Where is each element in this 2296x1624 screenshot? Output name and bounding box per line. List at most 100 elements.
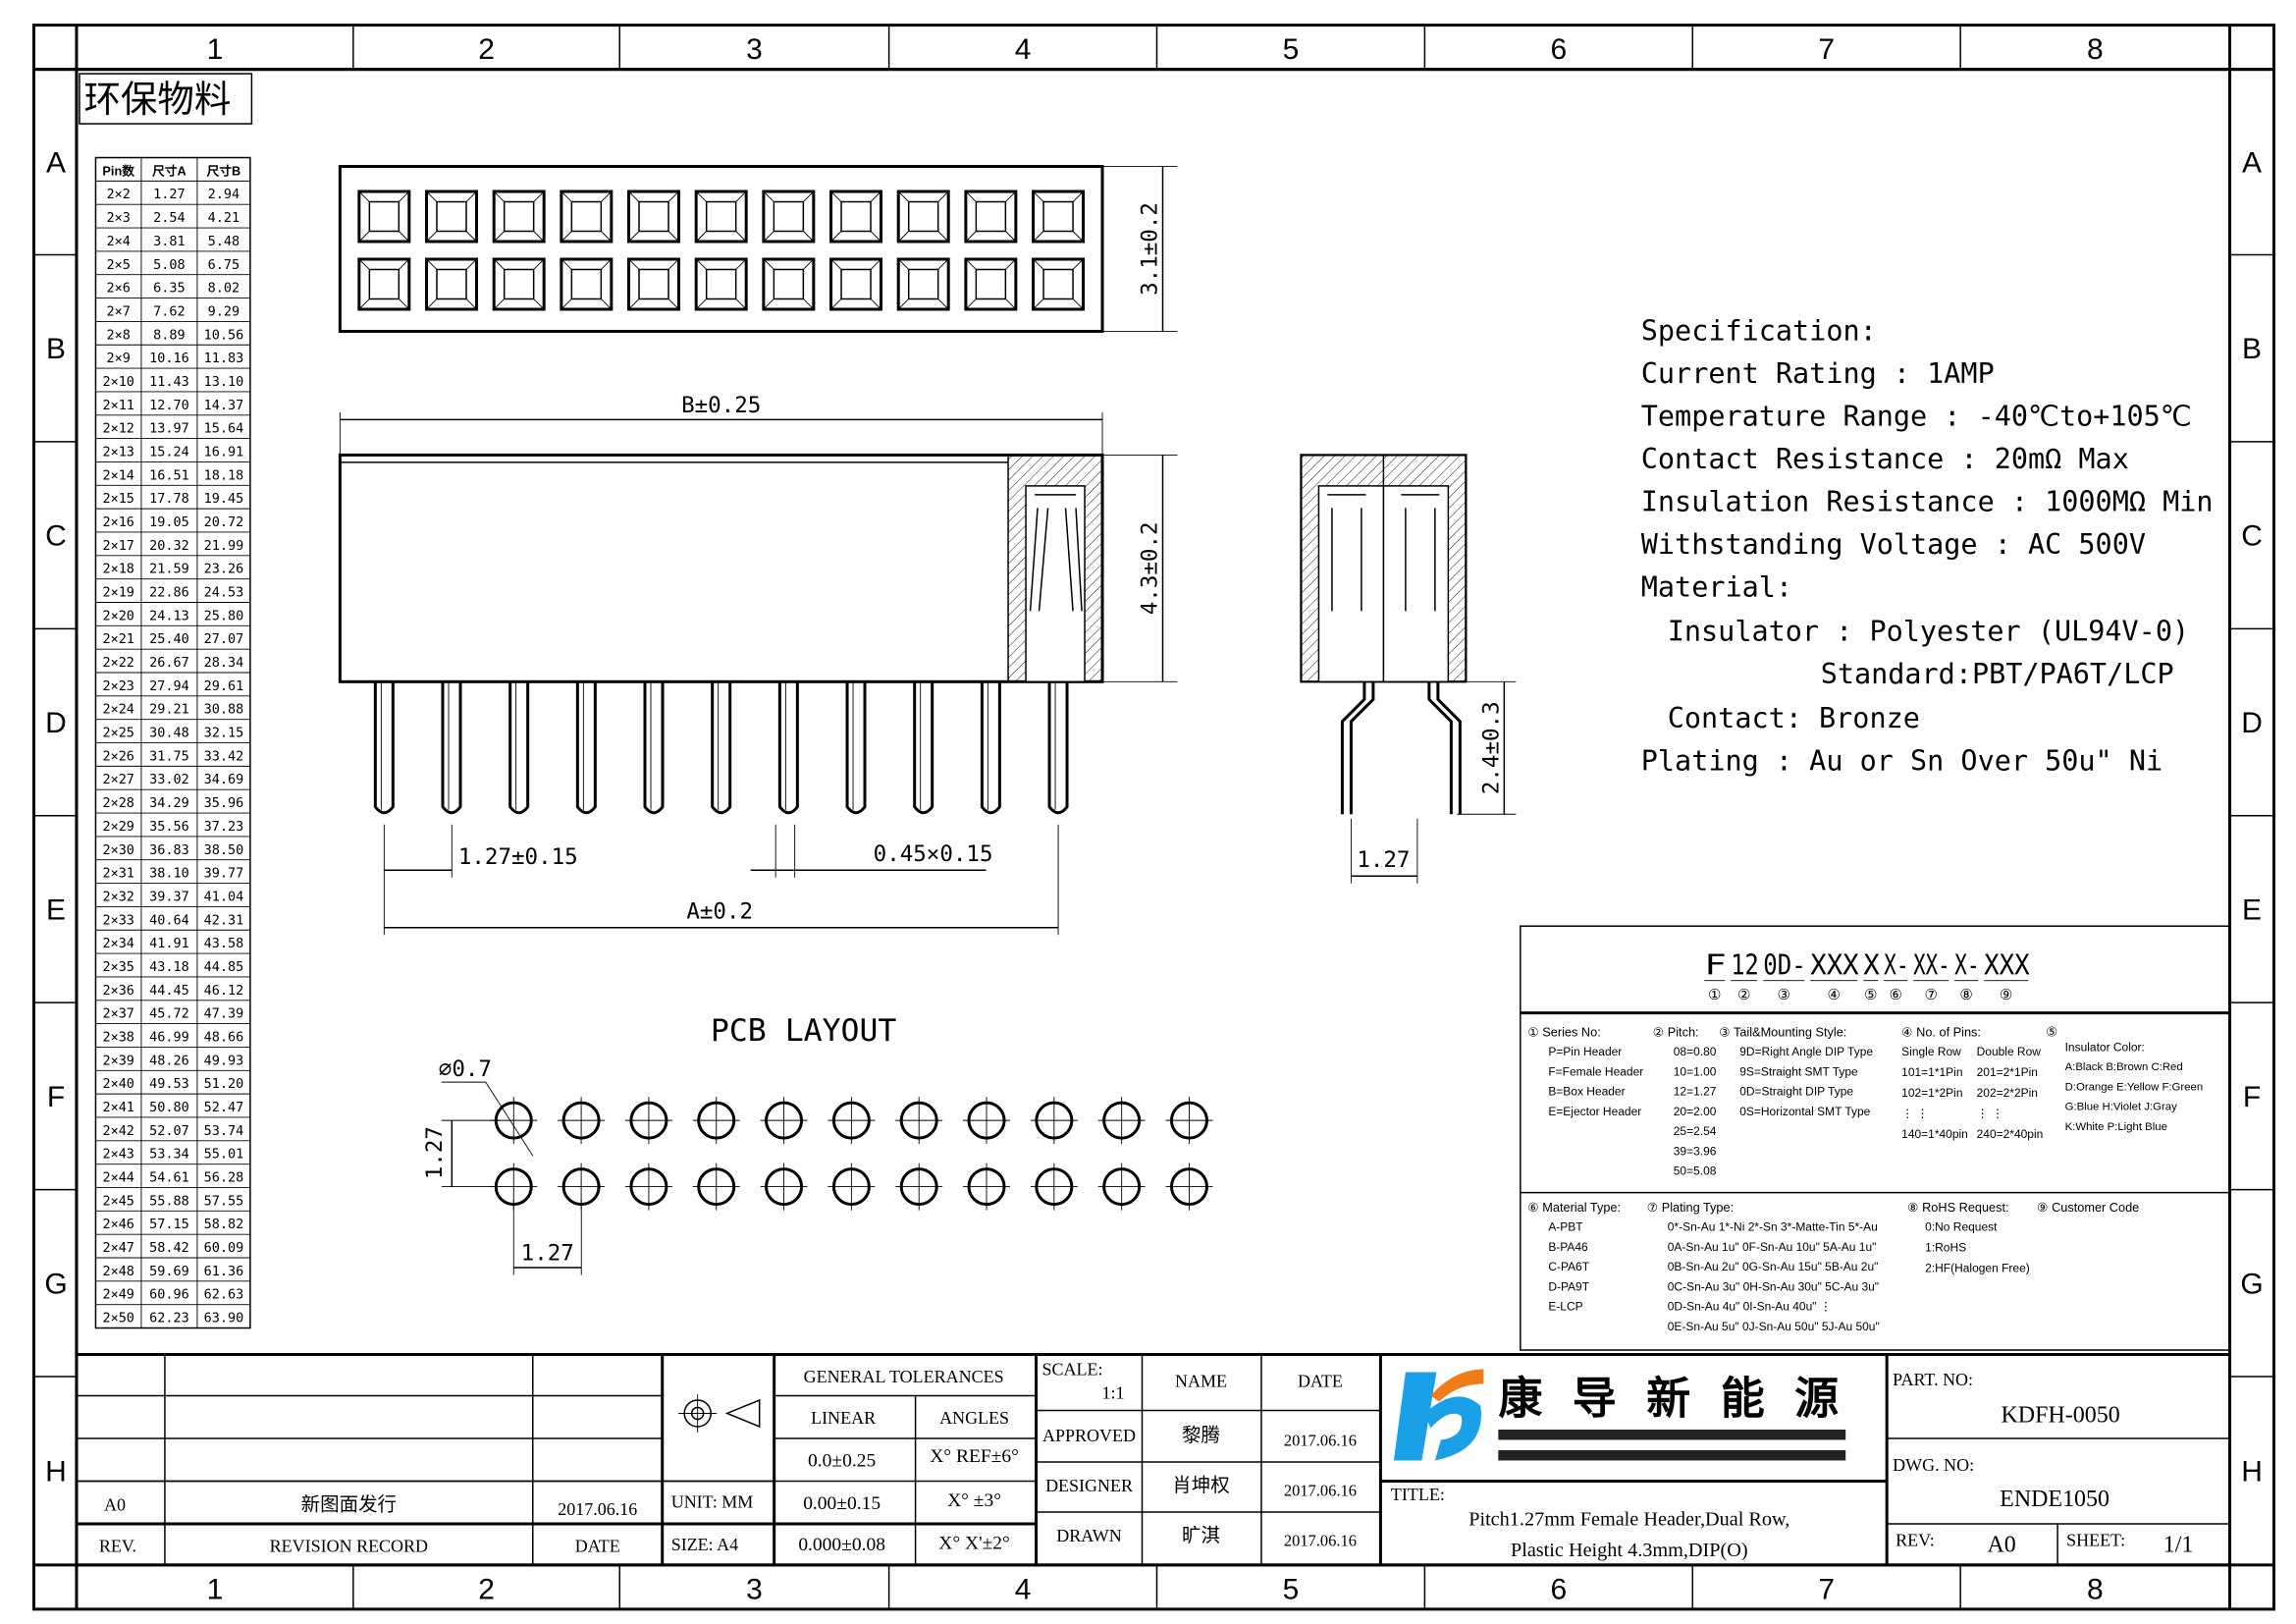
table-cell: 48.66 — [204, 1029, 244, 1045]
table-cell: 2×30 — [102, 842, 133, 858]
eco-label: 环保物料 — [83, 81, 231, 121]
row-letter: C — [45, 520, 67, 553]
table-cell: 29.21 — [149, 702, 189, 718]
section-view: 2.4±0.3 1.27 — [1300, 454, 1517, 884]
pcb-hole — [558, 1097, 606, 1145]
table-cell: 58.82 — [204, 1217, 244, 1232]
table-cell: 27.07 — [204, 631, 244, 647]
table-cell: 21.99 — [204, 538, 244, 554]
signoff-date: 2017.06.16 — [1284, 1431, 1357, 1449]
table-cell: 2×38 — [102, 1029, 133, 1045]
tol-linear: 0.000±0.08 — [798, 1535, 885, 1555]
table-cell: 2×22 — [102, 655, 133, 671]
tol-linear: 0.0±0.25 — [808, 1450, 876, 1471]
legend-subheader: Single Row — [1901, 1045, 1961, 1058]
tol-angle: X° X'±2° — [938, 1533, 1010, 1553]
table-cell: 62.63 — [204, 1287, 244, 1303]
code-segment: X- — [1884, 949, 1908, 982]
name-header: NAME — [1175, 1371, 1227, 1390]
contact-cavity — [829, 257, 883, 311]
pin — [441, 681, 462, 815]
table-cell: 2×44 — [102, 1170, 133, 1186]
table-cell: 41.91 — [149, 936, 189, 951]
table-cell: 23.26 — [204, 562, 244, 577]
legend-item: A:Black B:Brown C:Red — [2065, 1061, 2183, 1073]
top-view: 3.1±0.2 — [338, 165, 1178, 333]
row-letter: A — [2242, 147, 2262, 180]
rev-value: A0 — [104, 1494, 126, 1514]
tol-angle: X° ±3° — [947, 1490, 1001, 1511]
legend-item: E-LCP — [1548, 1300, 1582, 1314]
spec-line: Contact Resistance : 20mΩ Max — [1641, 443, 2129, 475]
legend-item: 102=1*2Pin — [1901, 1086, 1962, 1100]
table-cell: 9.29 — [208, 303, 240, 319]
rev-header: REV. — [99, 1536, 136, 1555]
table-cell: 16.91 — [204, 444, 244, 460]
pcb-hole — [1165, 1163, 1213, 1211]
rev-label: REV: — [1896, 1530, 1935, 1549]
table-cell: 45.72 — [149, 1006, 189, 1022]
table-cell: 55.01 — [204, 1147, 244, 1163]
size: SIZE: A4 — [671, 1535, 738, 1554]
column-number: 2 — [478, 33, 495, 66]
table-cell: 30.48 — [149, 726, 189, 741]
column-number: 6 — [1550, 33, 1567, 66]
contact-cavity — [762, 189, 816, 244]
code-marker: ⑨ — [2000, 987, 2012, 1003]
pcb-hole — [895, 1163, 943, 1211]
pcb-hole — [1097, 1163, 1146, 1211]
code-marker: ④ — [1827, 987, 1840, 1003]
table-cell: 55.88 — [149, 1193, 189, 1209]
signoff-role: DESIGNER — [1045, 1476, 1133, 1495]
table-header: 尺寸B — [207, 163, 241, 178]
scale-value: 1:1 — [1102, 1382, 1125, 1402]
row-letter: A — [46, 147, 66, 180]
angles-header: ANGLES — [939, 1408, 1009, 1428]
code-marker: ⑤ — [1864, 987, 1877, 1003]
projection-symbol-icon — [678, 1393, 761, 1433]
code-marker: ② — [1737, 987, 1750, 1003]
table-header: 尺寸A — [152, 163, 187, 178]
table-cell: 2×34 — [102, 936, 133, 951]
pcb-hole — [692, 1097, 740, 1145]
table-cell: 2×42 — [102, 1123, 133, 1139]
table-cell: 62.23 — [149, 1311, 189, 1326]
legend-item: 0D-Sn-Au 4u" 0I-Sn-Au 40u" ⋮ — [1668, 1300, 1832, 1314]
table-cell: 53.34 — [149, 1147, 189, 1163]
legend-item: 101=1*1Pin — [1901, 1065, 1962, 1079]
table-cell: 15.24 — [149, 444, 189, 460]
table-cell: 60.09 — [204, 1240, 244, 1256]
company-name: 康 导 新 能 源 — [1498, 1373, 1847, 1423]
legend-item: 0*-Sn-Au 1*-Ni 2*-Sn 3*-Matte-Tin 5*-Au — [1668, 1220, 1878, 1234]
table-cell: 5.48 — [208, 234, 240, 249]
contact-cavity — [492, 257, 546, 311]
legend-item: 201=2*1Pin — [1977, 1065, 2038, 1079]
column-number: 1 — [207, 33, 224, 66]
outer-border — [31, 24, 2276, 1611]
spec-line: Temperature Range : -40℃to+105℃ — [1641, 400, 2192, 432]
legend-item: P=Pin Header — [1548, 1045, 1622, 1058]
table-cell: 2×40 — [102, 1076, 133, 1092]
legend-item: 2:HF(Halogen Free) — [1925, 1262, 2030, 1275]
table-cell: 2×16 — [102, 514, 133, 530]
legend-item: 240=2*40pin — [1977, 1127, 2044, 1141]
table-cell: 57.55 — [204, 1193, 244, 1209]
pcb-hole — [624, 1163, 672, 1211]
signoff-name: 肖坤权 — [1172, 1475, 1229, 1496]
row-letter: D — [2241, 707, 2263, 739]
legend-item: 20=2.00 — [1674, 1105, 1717, 1118]
code-marker: ⑦ — [1924, 987, 1937, 1003]
title-block: A0 新图面发行 2017.06.16 REV. REVISION RECORD… — [76, 1353, 2230, 1565]
contact-cavity — [357, 189, 411, 244]
signoff-role: APPROVED — [1042, 1426, 1136, 1445]
table-cell: 38.10 — [149, 866, 189, 882]
pcb-hole — [624, 1097, 672, 1145]
tolerances-title: GENERAL TOLERANCES — [804, 1367, 1004, 1386]
specification: Specification: Current Rating : 1AMP Tem… — [1641, 314, 2214, 777]
table-cell: 2.94 — [208, 187, 240, 202]
table-cell: 6.35 — [153, 281, 185, 297]
title-line-2: Plastic Height 4.3mm,DIP(O) — [1511, 1540, 1748, 1561]
legend-subheader: Double Row — [1977, 1045, 2042, 1058]
table-cell: 51.20 — [204, 1076, 244, 1092]
table-cell: 50.80 — [149, 1100, 189, 1115]
